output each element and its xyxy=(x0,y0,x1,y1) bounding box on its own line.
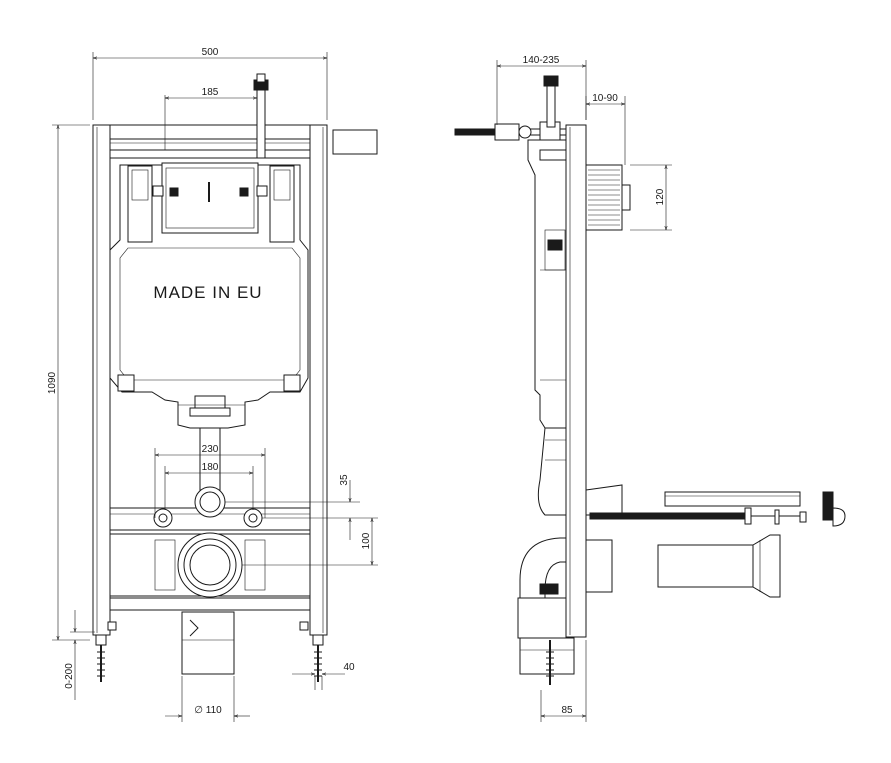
right-adjustable-foot xyxy=(314,645,322,682)
drain-pipe xyxy=(181,611,235,675)
top-rail xyxy=(109,124,311,140)
bottom-rail xyxy=(109,597,311,611)
left-adjustable-foot xyxy=(97,645,105,682)
dim-width-500: 500 xyxy=(202,47,219,58)
dim-85: 85 xyxy=(561,705,573,716)
side-flush-pipe xyxy=(537,427,567,516)
dim-height-1090: 1090 xyxy=(47,371,58,394)
side-frame-post xyxy=(565,124,587,638)
dim-120: 120 xyxy=(655,188,666,205)
side-adjustable-foot xyxy=(546,640,554,685)
dim-diameter-110: ∅ 110 xyxy=(194,705,222,716)
water-inlet-pipe xyxy=(256,87,266,159)
made-in-eu-label: MADE IN EU xyxy=(153,283,262,302)
dim-140-235: 140-235 xyxy=(523,55,560,66)
front-view: MADE IN EU xyxy=(47,47,378,722)
dim-180: 180 xyxy=(202,462,219,473)
dim-40: 40 xyxy=(343,662,355,673)
side-view: 140-235 10-90 120 85 xyxy=(454,55,846,722)
rubber-seal xyxy=(822,491,846,527)
dim-adjust-0-200: 0-200 xyxy=(64,663,75,689)
drain-connector-pipe xyxy=(657,534,781,598)
dim-10-90: 10-90 xyxy=(592,93,618,104)
dim-230: 230 xyxy=(202,444,219,455)
flush-plate-box xyxy=(332,129,378,155)
dim-100: 100 xyxy=(361,532,372,549)
dim-185: 185 xyxy=(202,87,219,98)
threaded-rod xyxy=(589,512,751,520)
dim-35: 35 xyxy=(339,474,350,486)
ribbed-flush-plate xyxy=(585,164,623,231)
left-frame-post xyxy=(92,124,111,636)
right-frame-post xyxy=(309,124,328,636)
side-cistern-body xyxy=(527,139,567,429)
flush-connector-pipe xyxy=(664,491,801,507)
